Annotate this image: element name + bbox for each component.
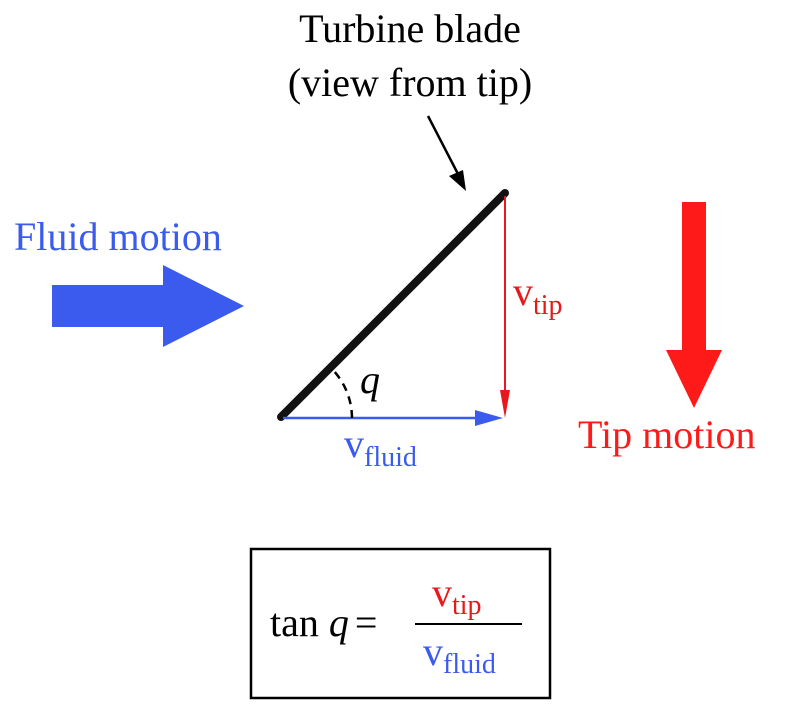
- formula-numerator-v: v: [432, 570, 452, 615]
- blade-label-line1: Turbine blade: [299, 6, 521, 51]
- formula-denominator: vfluid: [423, 629, 496, 680]
- formula-lhs: tan q=: [270, 600, 377, 645]
- v-tip-symbol: v: [513, 269, 533, 314]
- angle-arc: [332, 369, 354, 419]
- formula-tan: tan: [270, 600, 319, 645]
- v-fluid-label: vfluid: [344, 421, 417, 473]
- v-fluid-arrowhead: [475, 410, 503, 426]
- tip-motion-arrow: [666, 202, 722, 408]
- formula-angle: q: [329, 600, 349, 645]
- blade-pointer-arrowhead: [449, 170, 466, 191]
- v-fluid-symbol: v: [344, 421, 364, 466]
- formula-numerator-sub: tip: [452, 590, 482, 621]
- blade-label-line2: (view from tip): [288, 60, 532, 105]
- v-tip-subscript: tip: [533, 290, 563, 321]
- fluid-motion-arrow: [52, 265, 244, 347]
- angle-symbol: q: [360, 357, 380, 402]
- turbine-blade: [277, 189, 509, 421]
- fluid-motion-label: Fluid motion: [14, 214, 222, 259]
- blade-pointer-line: [426, 115, 460, 175]
- formula-numerator: vtip: [432, 570, 482, 621]
- v-fluid-subscript: fluid: [364, 442, 417, 473]
- v-tip-label: vtip: [513, 269, 563, 321]
- formula-denominator-v: v: [423, 629, 443, 674]
- formula-equals: =: [355, 600, 378, 645]
- v-tip-arrowhead: [500, 390, 510, 418]
- tip-motion-label: Tip motion: [578, 412, 755, 457]
- formula-denominator-sub: fluid: [443, 649, 496, 680]
